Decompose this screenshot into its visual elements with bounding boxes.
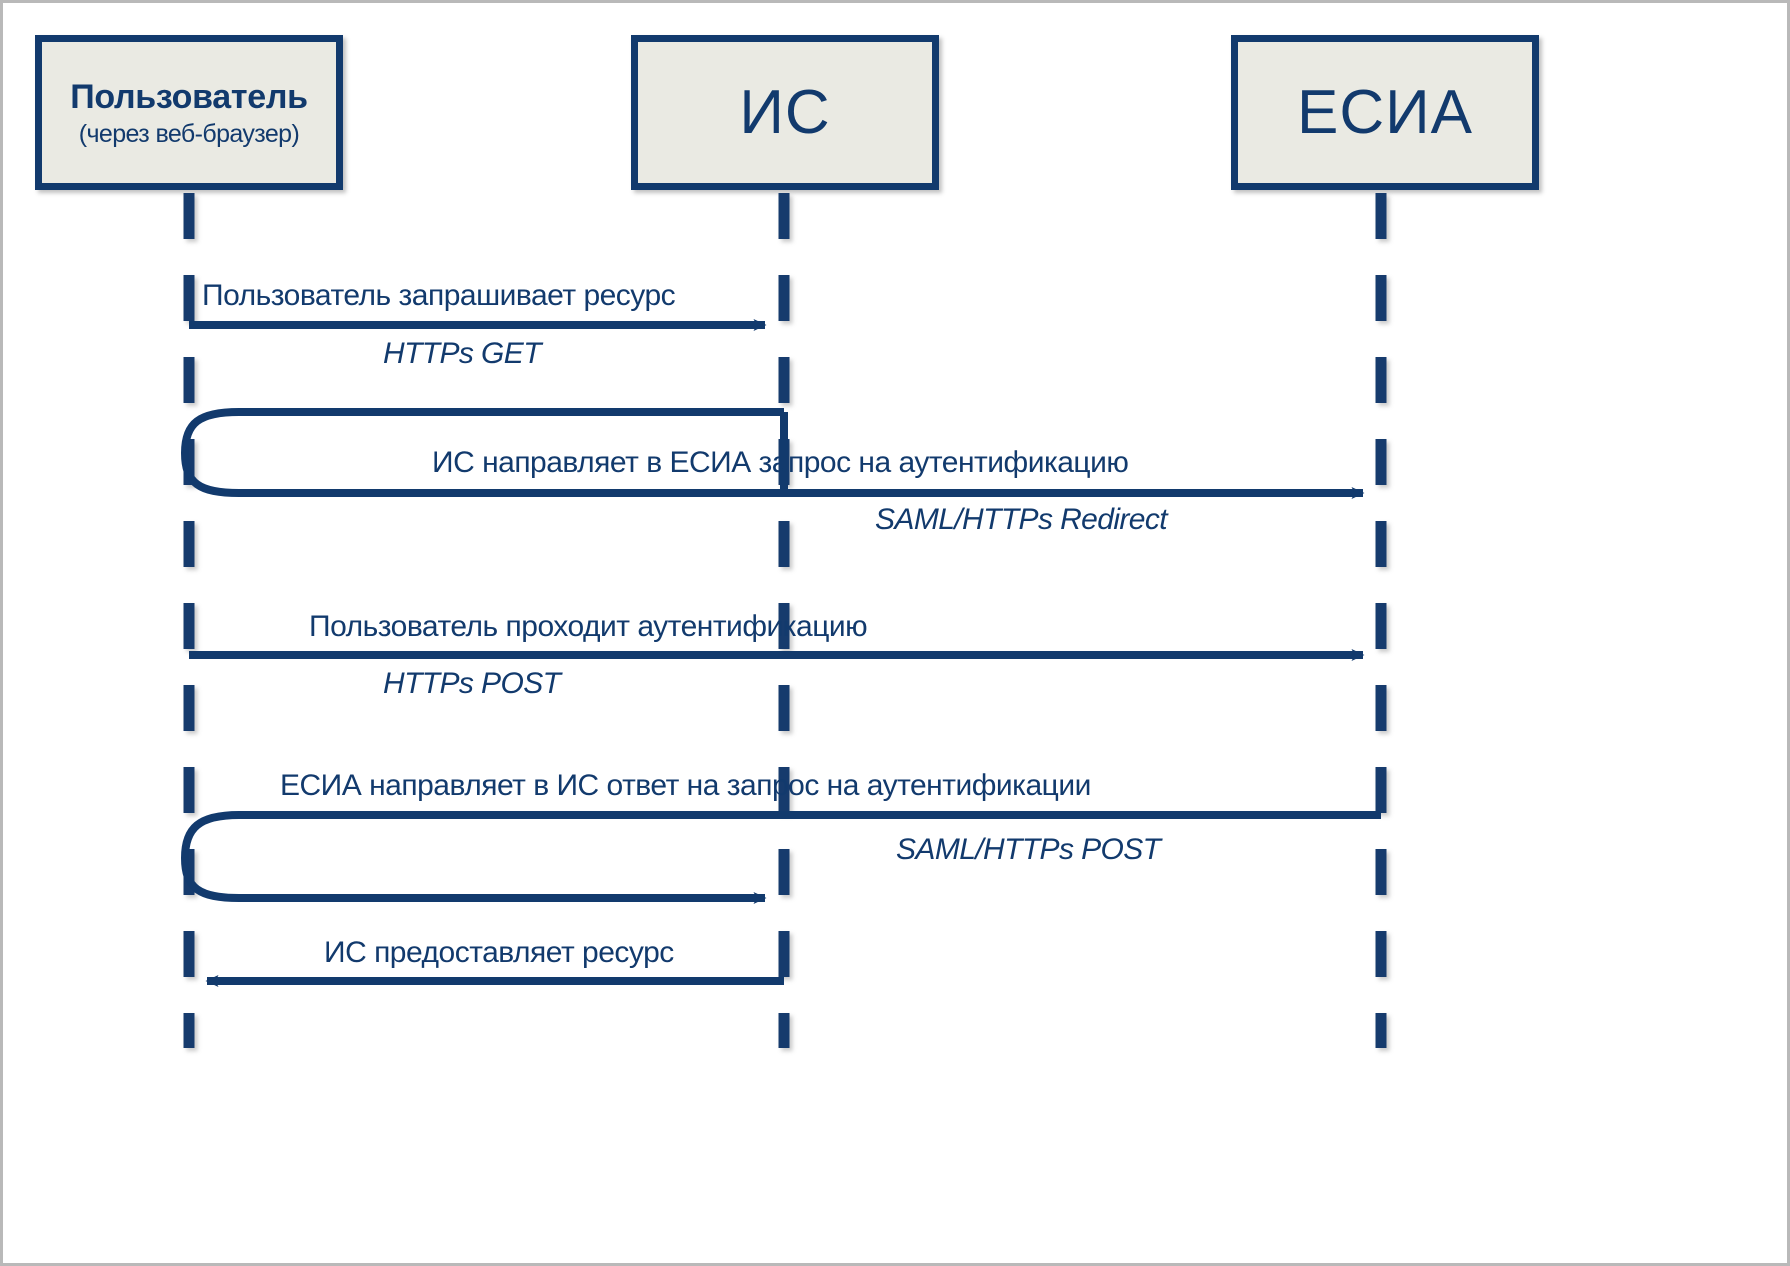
participant-title-user: Пользователь bbox=[70, 77, 308, 116]
message-protocol-1: HTTPs GET bbox=[383, 337, 542, 370]
participant-box-esia[interactable]: ЕСИА bbox=[1231, 35, 1539, 190]
participant-box-is[interactable]: ИС bbox=[631, 35, 939, 190]
participant-subtitle-user: (через веб-браузер) bbox=[78, 119, 300, 148]
message-protocol-2: SAML/HTTPs Redirect bbox=[875, 503, 1168, 536]
message-label-4: ЕСИА направляет в ИС ответ на запрос на … bbox=[280, 769, 1091, 802]
message-protocol-4: SAML/HTTPs POST bbox=[896, 833, 1161, 866]
participant-title-esia: ЕСИА bbox=[1296, 77, 1474, 147]
message-label-5: ИС предоставляет ресурс bbox=[324, 936, 674, 969]
message-label-1: Пользователь запрашивает ресурс bbox=[202, 279, 676, 312]
diagram-vector-layer bbox=[180, 193, 1387, 1048]
participant-title-is: ИС bbox=[739, 77, 831, 147]
message-label-2: ИС направляет в ЕСИА запрос на аутентифи… bbox=[432, 446, 1129, 479]
message-protocol-3: HTTPs POST bbox=[383, 667, 561, 700]
message-label-3: Пользователь проходит аутентификацию bbox=[309, 610, 868, 643]
participant-box-user[interactable]: Пользователь (через веб-браузер) bbox=[35, 35, 343, 190]
message-arrow-4 bbox=[180, 811, 1381, 904]
